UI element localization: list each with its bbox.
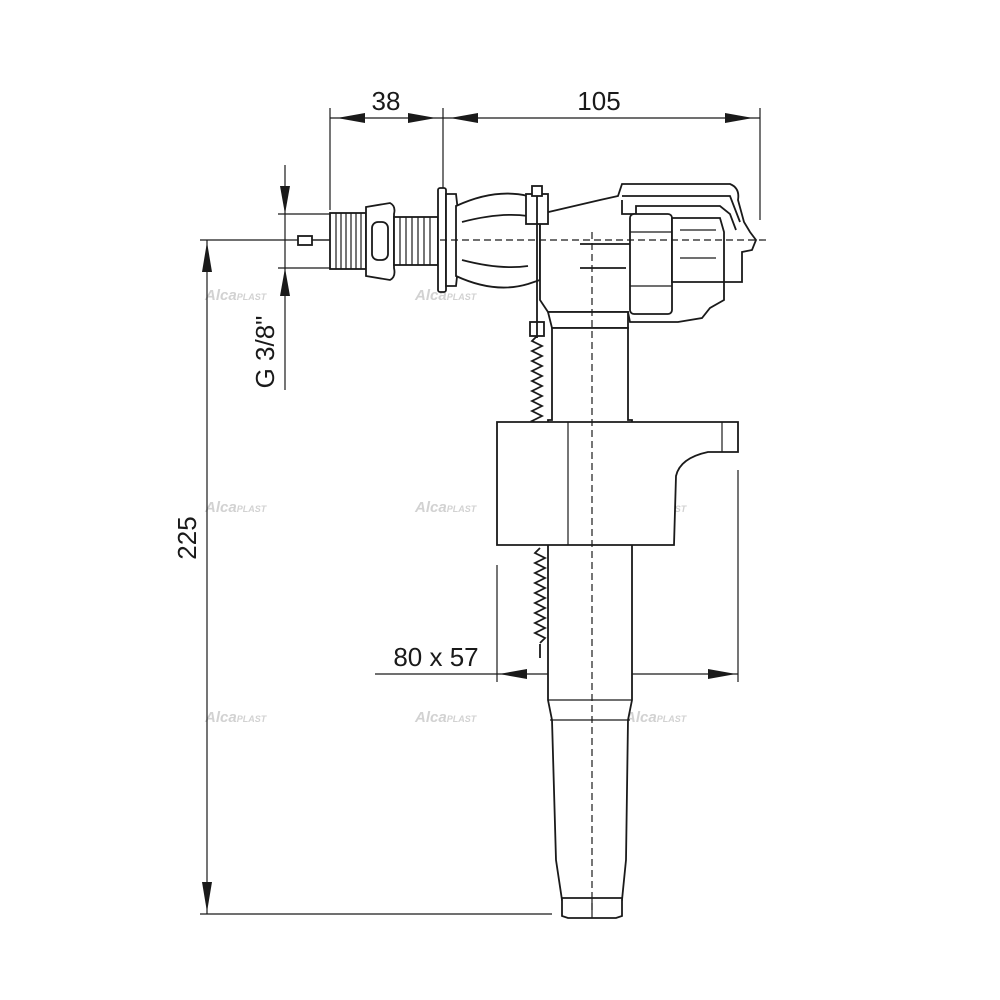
arrow-105-right (725, 113, 753, 123)
adjustment-spring-lower (532, 547, 548, 644)
watermark-5: AlcaPLAST (414, 499, 478, 516)
height-dimension-lines (200, 239, 552, 915)
pipe-connector (546, 311, 629, 329)
watermark-7: AlcaPLAST (204, 709, 268, 726)
arrow-thread-bottom (280, 268, 290, 296)
housing-lid-line (622, 195, 741, 223)
float-body (496, 421, 739, 546)
float (496, 421, 739, 546)
watermark-1: AlcaPLAST (204, 287, 268, 304)
thread-ridges-2 (399, 217, 431, 265)
dimension-label-float: 80 x 57 (393, 642, 478, 672)
arrow-thread-top (280, 186, 290, 214)
housing-inner-line (621, 200, 737, 231)
neck-contour-2 (461, 259, 529, 269)
watermark-4: AlcaPLAST (204, 499, 268, 516)
dimension-label-thread: G 3/8" (250, 316, 280, 389)
arrow-float-right (708, 669, 736, 679)
thread-ridges (335, 213, 362, 269)
watermark-8: AlcaPLAST (414, 709, 478, 726)
arrow-38-left (337, 113, 365, 123)
arrow-height-top (202, 242, 212, 272)
riser-tube (547, 327, 633, 901)
inlet-filter-tip (297, 235, 313, 246)
thread-dimension-lines (278, 165, 330, 390)
valve-body (455, 183, 758, 337)
arrow-38-right (408, 113, 436, 123)
piston-chamber (629, 213, 673, 315)
neck-contour-1 (461, 213, 529, 223)
dimension-label-105: 105 (577, 86, 620, 116)
dimension-label-38: 38 (372, 86, 401, 116)
riser-pipe (547, 327, 633, 919)
lock-nut-slot (371, 221, 389, 261)
watermark-9: AlcaPLAST (624, 709, 688, 726)
adjuster-cap (531, 185, 543, 197)
arrow-float-left (499, 669, 527, 679)
top-dimension-lines (329, 108, 761, 220)
arrow-105-left (450, 113, 478, 123)
arrow-height-bottom (202, 882, 212, 912)
piston-housing-side (671, 217, 725, 283)
dimension-label-225: 225 (172, 516, 202, 559)
adjustment-spring (529, 335, 545, 432)
inlet-assembly (297, 187, 460, 293)
